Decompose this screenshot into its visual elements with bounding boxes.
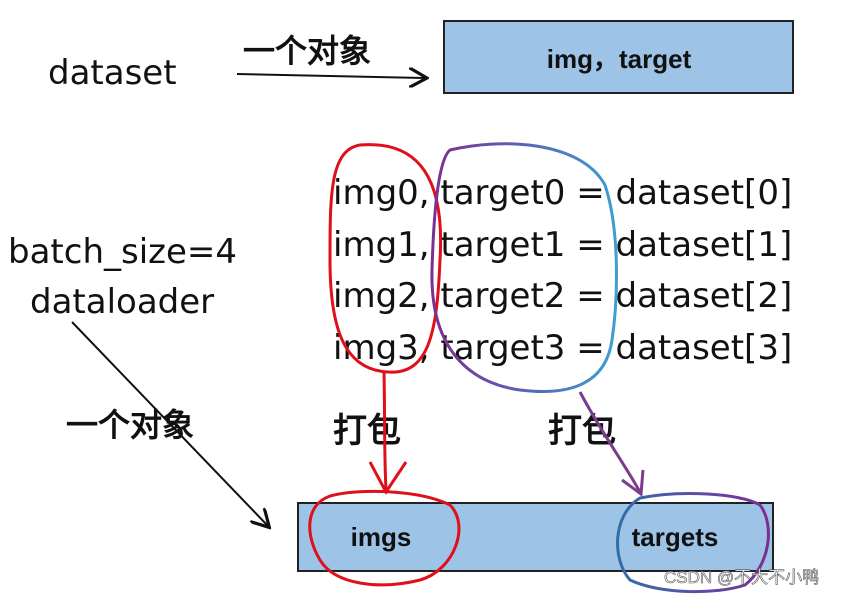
dataloader-arrow <box>71 321 268 526</box>
index-line-0: img0, target0 = dataset[0] <box>333 173 792 213</box>
targets-loop <box>616 492 770 594</box>
imgs-loop <box>308 489 461 587</box>
top-arrow <box>236 74 425 78</box>
imgs-down-arrow <box>382 371 388 491</box>
img-group-loop <box>328 143 443 374</box>
imgs-arrow-head <box>368 461 408 495</box>
batch-size-label: batch_size=4 <box>8 232 237 272</box>
imgs-label: imgs <box>351 522 412 552</box>
dataset-item-box <box>443 20 794 94</box>
pack-caption-targets: 打包 <box>548 411 616 451</box>
left-object-caption: 一个对象 <box>66 406 194 444</box>
pack-caption-imgs: 打包 <box>333 411 401 451</box>
targets-down-arrow <box>578 391 642 493</box>
targets-arrow-head <box>621 469 645 497</box>
watermark: CSDN @不大不小鸭 <box>664 568 819 587</box>
top-object-caption: 一个对象 <box>243 32 371 70</box>
index-line-1: img1, target1 = dataset[1] <box>333 225 792 265</box>
targets-label: targets <box>632 522 719 552</box>
dataloader-label: dataloader <box>30 282 214 322</box>
dataset-item-text: img，target <box>547 44 692 74</box>
index-line-2: img2, target2 = dataset[2] <box>333 276 792 316</box>
target-group-loop <box>430 142 618 394</box>
dataset-label: dataset <box>48 53 177 93</box>
index-line-3: img3, target3 = dataset[3] <box>333 328 792 368</box>
batch-box <box>297 502 774 572</box>
